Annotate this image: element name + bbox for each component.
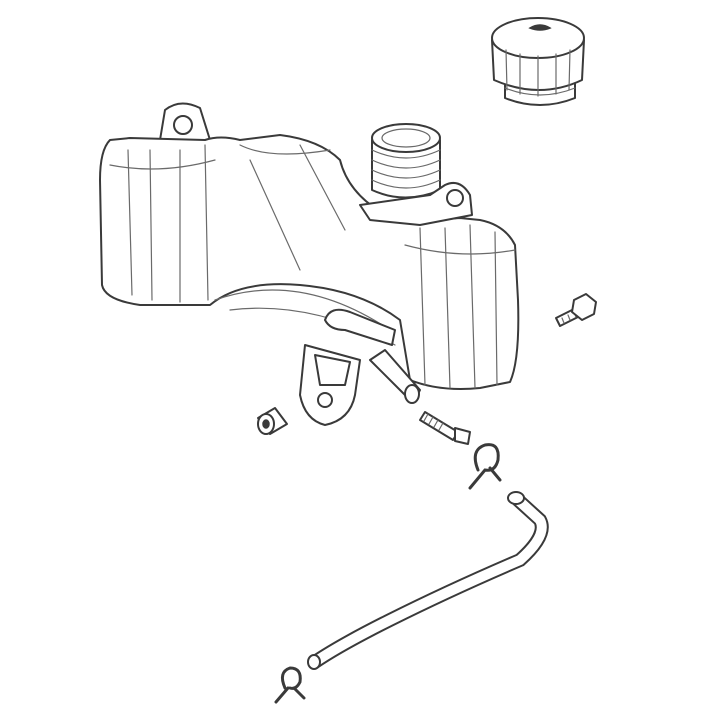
fuel-tank [99, 102, 520, 426]
fuel-hose [307, 491, 549, 670]
tank-bolt [419, 411, 471, 445]
spacer-nut [257, 407, 288, 435]
fuel-cap [491, 17, 585, 106]
hose-clamp-lower [274, 666, 306, 704]
mounting-bolt [555, 293, 597, 327]
hose-clamp-upper [468, 443, 502, 490]
